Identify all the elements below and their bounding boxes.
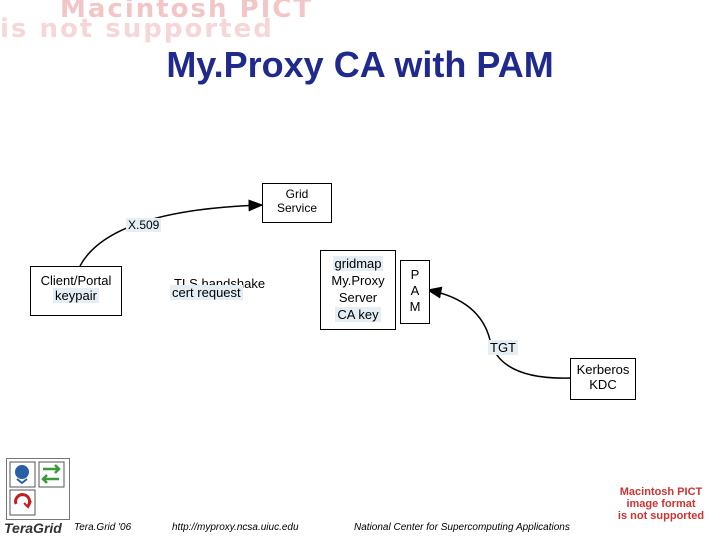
client-keypair-label: keypair: [53, 288, 99, 303]
gridmap-label: gridmap: [332, 256, 384, 271]
grid-service-box: Grid Service: [262, 183, 332, 223]
kerberos-label: Kerberos: [576, 362, 630, 377]
pam-m: M: [409, 299, 421, 314]
page-title: My.Proxy CA with PAM: [166, 44, 554, 85]
client-label: Client/Portal: [40, 273, 112, 288]
cert-request-label: cert request: [170, 285, 243, 300]
footer-url: http://myproxy.ncsa.uiuc.edu: [172, 522, 299, 533]
footer-org: National Center for Supercomputing Appli…: [354, 522, 570, 533]
ca-key-label: CA key: [335, 307, 381, 322]
pam-p: P: [410, 267, 420, 282]
myproxy-label: My.Proxy: [331, 273, 385, 288]
pam-box: P A M: [400, 260, 430, 324]
teragrid-logo-icon: [9, 461, 65, 516]
teragrid-logo-text: TeraGrid: [4, 520, 62, 536]
x509-arc: [79, 199, 264, 267]
ghost-watermark-line1: Macintosh PICT: [60, 0, 314, 24]
pict-line1: Macintosh PICT: [619, 486, 703, 498]
pict-line2: image format: [626, 498, 696, 510]
client-portal-box: Client/Portal keypair: [30, 266, 122, 316]
teragrid-logo: [6, 458, 70, 520]
grid-service-line1: Grid: [285, 187, 309, 201]
grid-service-line2: Service: [276, 201, 317, 215]
myproxy-server-box: gridmap My.Proxy Server CA key: [320, 250, 396, 330]
tgt-label: TGT: [488, 340, 518, 355]
footer-event: Tera.Grid '06: [74, 522, 132, 533]
kerberos-kdc-box: Kerberos KDC: [570, 358, 636, 400]
pict-line3: is not supported: [617, 510, 705, 522]
server-label: Server: [338, 290, 378, 305]
pam-a: A: [410, 283, 420, 298]
ghost-watermark-line2: is not supported: [0, 14, 274, 44]
pict-placeholder: Macintosh PICT image format is not suppo…: [605, 486, 717, 522]
tgt-arc: [426, 286, 571, 379]
kdc-label: KDC: [589, 377, 617, 392]
x509-label: X.509: [126, 218, 162, 232]
